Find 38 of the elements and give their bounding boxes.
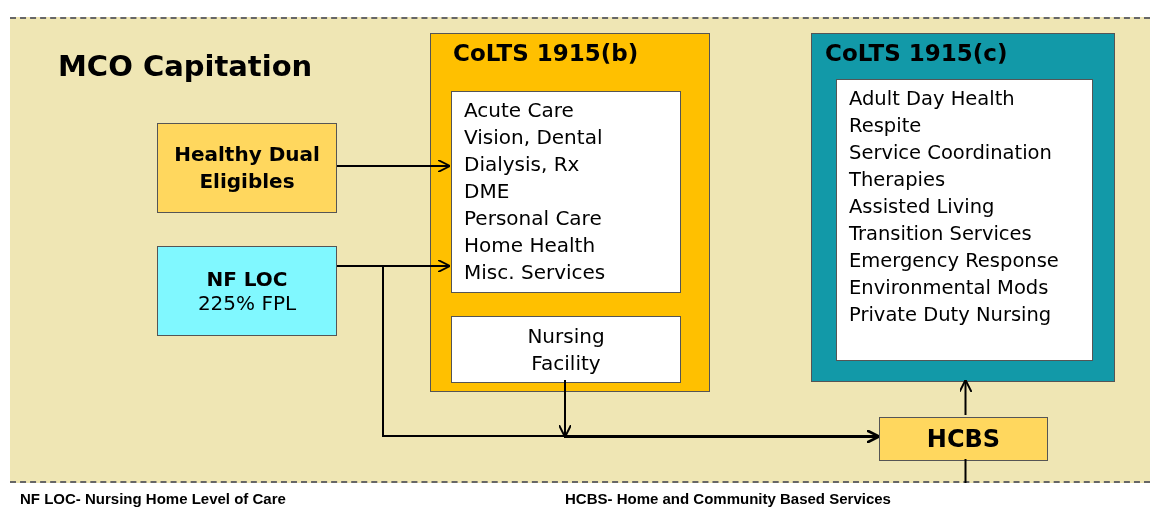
service-item: DME	[464, 178, 510, 205]
program-box	[811, 33, 1115, 382]
service-item: Vision, Dental	[464, 124, 603, 151]
arrow	[336, 159, 451, 173]
service-item: Assisted Living	[849, 194, 995, 220]
service-list-box	[451, 91, 681, 293]
arrow	[559, 379, 880, 443]
service-box	[879, 417, 1048, 461]
footnote: NF LOC- Nursing Home Level of Care	[20, 490, 286, 507]
box-label: Nursing Facility	[526, 322, 606, 377]
service-item: Home Health	[464, 232, 596, 259]
footnote: HCBS- Home and Community Based Services	[565, 490, 891, 507]
service-box	[451, 316, 681, 383]
box-label: NF LOC	[206, 267, 288, 291]
region-title: MCO Capitation	[58, 49, 313, 83]
service-item: Service Coordination	[849, 140, 1052, 166]
service-item: Environmental Mods	[849, 275, 1049, 301]
service-item: Dialysis, Rx	[464, 151, 580, 178]
service-item: Therapies	[849, 167, 946, 193]
service-item: Respite	[849, 113, 922, 139]
box-label: HCBS	[926, 425, 1001, 453]
service-item: Misc. Services	[464, 259, 606, 286]
box-label: 225% FPL	[197, 291, 297, 315]
service-item: Transition Services	[849, 221, 1032, 247]
box-label: Healthy Dual Eligibles	[173, 141, 321, 195]
program-title: CoLTS 1915(c)	[825, 40, 1008, 66]
service-list-box	[836, 79, 1093, 361]
group-box	[157, 123, 337, 213]
service-item: Private Duty Nursing	[849, 302, 1052, 328]
region-panel	[10, 17, 1150, 483]
program-box	[430, 33, 710, 392]
service-item: Emergency Response	[849, 248, 1059, 274]
service-item: Acute Care	[464, 97, 574, 124]
arrow	[958, 379, 973, 416]
service-item: Adult Day Health	[849, 86, 1015, 112]
program-title: CoLTS 1915(b)	[453, 40, 639, 66]
group-box	[157, 246, 337, 336]
service-item: Personal Care	[464, 205, 602, 232]
